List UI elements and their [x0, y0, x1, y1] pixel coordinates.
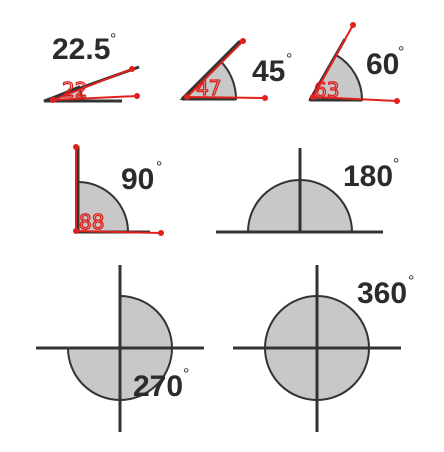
- angle-90-degree-symbol: °: [156, 159, 162, 176]
- angle-45-arm-ray: [180, 39, 242, 101]
- angle-45-annotation: 47: [184, 38, 268, 101]
- angle-90-label: 90: [121, 163, 154, 196]
- angle-45-label: 45: [252, 55, 285, 88]
- angle-45: 45 ° 47: [179, 38, 292, 101]
- angle-270-degree-symbol: °: [183, 366, 189, 383]
- angle-90-measure: 88: [79, 210, 104, 234]
- angle-270-wedge: [66, 294, 173, 401]
- angle-270: 270 °: [36, 265, 204, 432]
- angle-180-degree-symbol: °: [393, 156, 399, 173]
- angle-90-wedge: [77, 180, 130, 233]
- angle-45-measure: 47: [196, 76, 221, 100]
- angle-22-5-label: 22.5: [52, 33, 110, 66]
- angle-60: 60 ° 63: [308, 22, 404, 104]
- angle-180-label: 180: [343, 160, 393, 193]
- angle-360-label: 360: [357, 277, 407, 310]
- angle-90: 90 ° 88: [73, 144, 164, 236]
- angle-22-5-measure: 22: [62, 78, 87, 102]
- angle-22-5: 22.5 ° 22: [43, 31, 140, 103]
- angle-60-wedge: [308, 53, 364, 101]
- angle-22-5-annotation: 22: [50, 66, 140, 103]
- angle-90-annotation: 88: [73, 144, 164, 236]
- angle-360: 360 °: [233, 265, 414, 432]
- angle-360-degree-symbol: °: [408, 273, 414, 290]
- angle-60-measure: 63: [314, 78, 339, 102]
- angle-60-degree-symbol: °: [398, 44, 404, 61]
- angle-22-5-degree-symbol: °: [110, 31, 116, 48]
- angle-60-label: 60: [366, 48, 399, 81]
- angle-45-degree-symbol: °: [286, 51, 292, 68]
- angle-60-annotation: 63: [310, 22, 400, 104]
- angle-180: 180 °: [216, 148, 399, 234]
- angle-270-label: 270: [133, 370, 183, 403]
